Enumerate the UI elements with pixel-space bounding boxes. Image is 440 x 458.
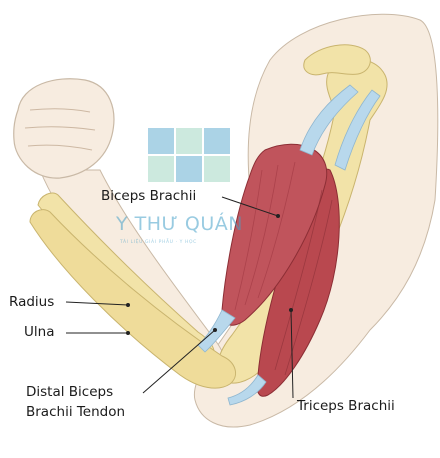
finger-crease-1 bbox=[29, 108, 91, 113]
triceps-upper-tendon bbox=[334, 89, 381, 171]
label-radius: Radius bbox=[9, 294, 55, 310]
triceps-lower-tendon bbox=[227, 374, 267, 406]
leader-radius bbox=[65, 301, 129, 306]
watermark-cross-logo bbox=[148, 128, 230, 182]
finger-crease-2 bbox=[24, 126, 96, 131]
fist bbox=[13, 78, 115, 179]
scapula-bone bbox=[303, 44, 371, 76]
label-ulna: Ulna bbox=[24, 324, 55, 340]
label-distal-tendon-line1: Distal Biceps bbox=[26, 384, 114, 400]
leader-triceps bbox=[290, 309, 294, 399]
label-biceps-brachii: Biceps Brachii bbox=[101, 188, 197, 204]
leader-lines bbox=[65, 196, 294, 399]
leader-biceps bbox=[221, 196, 279, 217]
finger-crease-3 bbox=[27, 144, 93, 151]
label-triceps-brachii: Triceps Brachii bbox=[297, 398, 395, 414]
watermark-subtitle: TÀI LIỆU GIẢI PHẪU · Y HỌC bbox=[120, 240, 197, 245]
leader-dots bbox=[126, 214, 293, 335]
label-distal-tendon-line2: Brachii Tendon bbox=[26, 404, 126, 420]
biceps-upper-tendon bbox=[299, 84, 359, 156]
biceps-fibers bbox=[234, 161, 296, 311]
watermark-title: Y THƯ QUÁN bbox=[116, 213, 243, 235]
ulna-bone bbox=[29, 209, 237, 389]
leader-distal-tendon bbox=[142, 329, 216, 394]
biceps-muscle bbox=[221, 143, 328, 326]
